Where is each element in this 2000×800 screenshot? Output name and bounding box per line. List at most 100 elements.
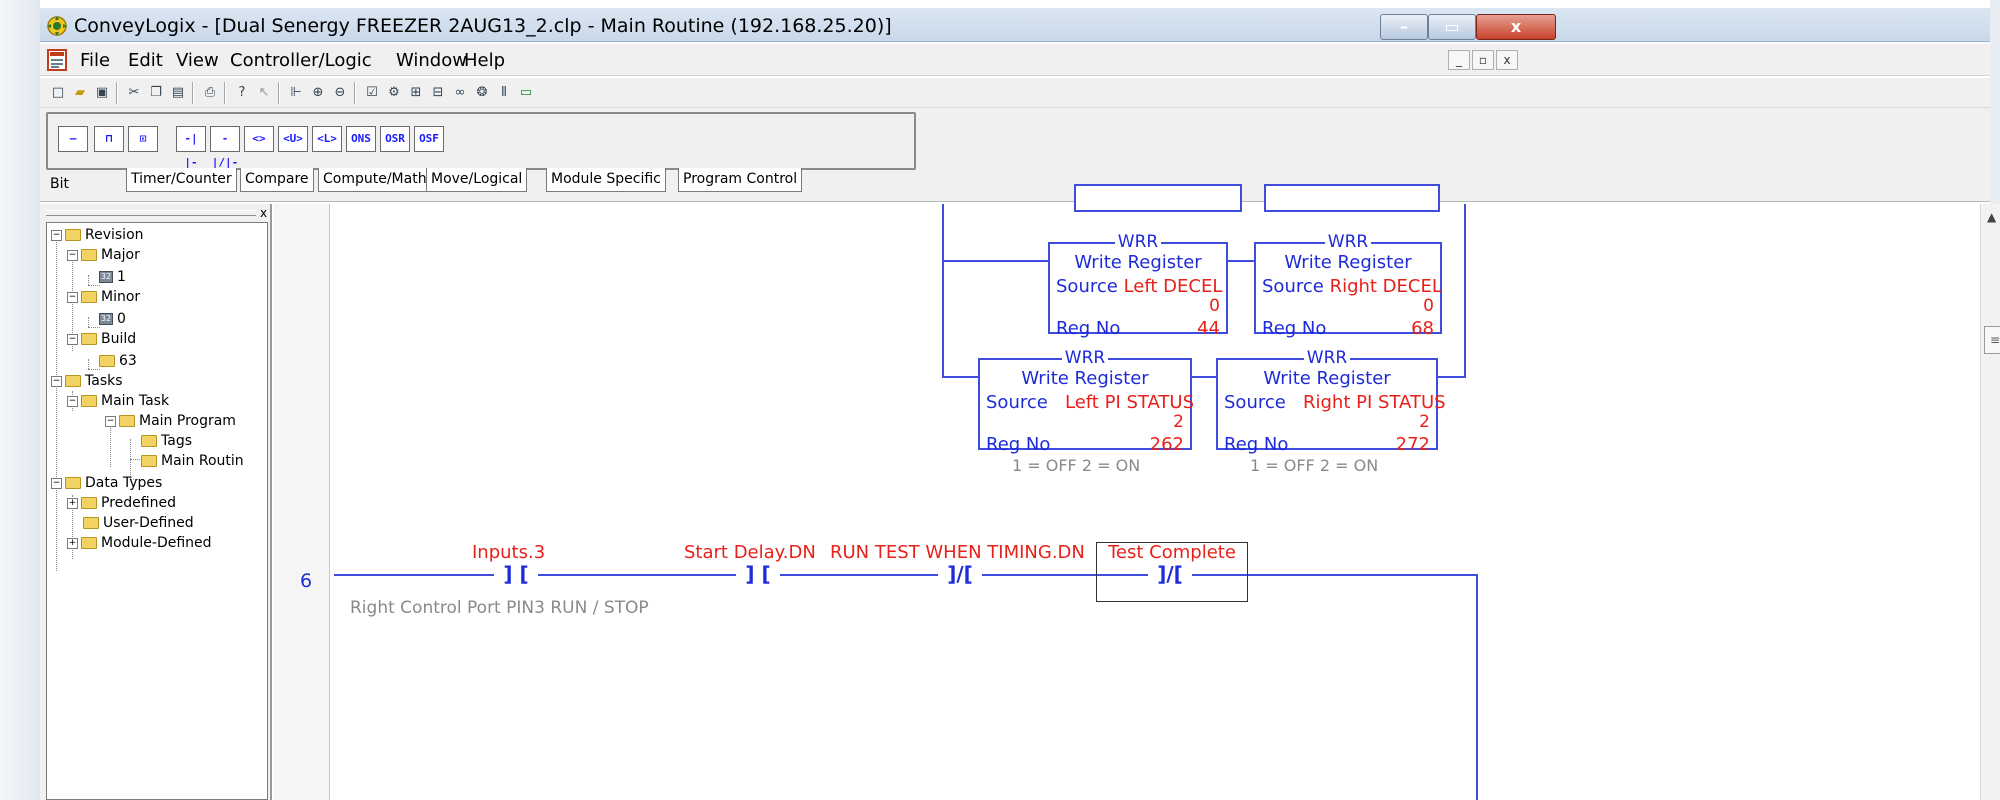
ladder-editor[interactable]: WRR Write Register Source Left DECEL 0 R… — [274, 184, 2000, 800]
function-block-partial[interactable] — [1264, 184, 1440, 212]
settings-icon[interactable]: ⫴ — [501, 85, 507, 100]
menu-file[interactable]: File — [80, 50, 111, 71]
wrr-block-right-decel[interactable]: WRR Write Register Source Right DECEL 0 … — [1254, 232, 1442, 339]
scroll-thumb[interactable]: ≡ — [1984, 326, 2000, 354]
contact-tag-test-complete[interactable]: Test Complete — [1108, 542, 1236, 563]
palette-otl-button[interactable]: <L> — [312, 126, 342, 152]
tab-timer-counter[interactable]: Timer/Counter — [126, 168, 237, 192]
document-icon[interactable] — [46, 48, 70, 72]
menu-help[interactable]: Help — [464, 50, 506, 71]
rung-number[interactable]: 6 — [300, 570, 313, 592]
tree-node-predefined[interactable]: +Predefined — [67, 495, 176, 511]
menu-edit[interactable]: Edit — [128, 50, 163, 71]
tab-bit[interactable]: Bit — [50, 176, 69, 192]
xio-contact-run-test-when-timing-dn[interactable]: ]/[ — [938, 563, 982, 587]
block-reg-value[interactable]: 68 — [1411, 318, 1434, 339]
tab-program-control[interactable]: Program Control — [678, 168, 803, 192]
palette-xic-button[interactable]: -| |- — [176, 126, 206, 169]
menu-window[interactable]: Window — [396, 50, 467, 71]
tab-module-specific[interactable]: Module Specific — [546, 168, 666, 192]
panel-close-icon[interactable]: x — [260, 206, 268, 220]
monitor-icon[interactable]: ⊟ — [432, 85, 444, 100]
download-icon[interactable]: ⚙ — [388, 85, 400, 100]
palette-branch-level-button[interactable]: ⊡ — [128, 126, 158, 152]
compare-icon[interactable]: ❂ — [476, 85, 488, 100]
xic-contact-start-delay-dn[interactable]: ] [ — [736, 563, 780, 587]
tab-compute-math[interactable]: Compute/Math — [318, 168, 432, 192]
collapse-icon[interactable]: − — [67, 395, 78, 407]
palette-ons-button[interactable]: ONS — [346, 126, 376, 152]
context-help-icon[interactable]: ↖ — [258, 85, 270, 100]
copy-icon[interactable]: ❐ — [150, 85, 162, 100]
palette-osr-button[interactable]: OSR — [380, 126, 410, 152]
open-icon[interactable]: ▰ — [75, 85, 85, 100]
mdi-close-button[interactable]: x — [1496, 50, 1518, 70]
zoom-in-icon[interactable]: ⊕ — [312, 85, 324, 100]
zoom-out-icon[interactable]: ⊖ — [334, 85, 346, 100]
expand-icon[interactable]: + — [67, 497, 78, 509]
palette-ote-button[interactable]: <> — [244, 126, 274, 152]
tree-node-main-routine[interactable]: Main Routin — [141, 451, 244, 471]
block-reg-value[interactable]: 272 — [1395, 434, 1430, 455]
tree-node-user-defined[interactable]: User-Defined — [83, 513, 194, 533]
minimize-button[interactable]: – — [1380, 14, 1428, 40]
scroll-up-icon[interactable]: ▲ — [1987, 210, 1997, 224]
palette-branch-button[interactable]: — — [58, 126, 88, 152]
contact-tag-inputs-3[interactable]: Inputs.3 — [472, 542, 546, 563]
tree-node-major[interactable]: −Major — [67, 247, 140, 263]
title-bar[interactable]: ConveyLogix - [Dual Senergy FREEZER 2AUG… — [40, 8, 1990, 42]
close-button[interactable]: x — [1476, 14, 1556, 40]
collapse-icon[interactable]: − — [51, 229, 62, 241]
contact-tag-start-delay-dn[interactable]: Start Delay.DN — [684, 542, 816, 563]
tree-node-main-program[interactable]: −Main Program — [105, 413, 236, 429]
palette-xio-button[interactable]: -|/|- — [210, 126, 240, 169]
contact-tag-run-test-when-timing-dn[interactable]: RUN TEST WHEN TIMING.DN — [830, 542, 1085, 563]
new-icon[interactable]: □ — [51, 85, 65, 100]
tree-node-tasks[interactable]: −Tasks — [51, 373, 123, 389]
upload-icon[interactable]: ⊞ — [410, 85, 422, 100]
menu-controller-logic[interactable]: Controller/Logic — [230, 50, 372, 71]
tree-node-revision[interactable]: −Revision — [51, 227, 144, 243]
menu-view[interactable]: View — [176, 50, 219, 71]
collapse-icon[interactable]: − — [51, 375, 62, 387]
verify-icon[interactable]: ☑ — [366, 85, 378, 100]
tree-node-data-types[interactable]: −Data Types — [51, 475, 163, 491]
io-icon[interactable]: ▭ — [519, 85, 533, 100]
vertical-scrollbar[interactable]: ▲ ≡ — [1980, 204, 2000, 800]
tree-node-tags[interactable]: Tags — [141, 431, 192, 451]
online-icon[interactable]: ∞ — [454, 85, 466, 100]
tree-node-build[interactable]: −Build — [67, 331, 137, 347]
collapse-icon[interactable]: − — [105, 415, 116, 427]
paste-icon[interactable]: ▤ — [171, 85, 185, 100]
tree-node-minor[interactable]: −Minor — [67, 289, 141, 305]
block-reg-value[interactable]: 262 — [1149, 434, 1184, 455]
cut-icon[interactable]: ✂ — [128, 85, 140, 100]
panel-grip[interactable] — [46, 210, 256, 216]
help-icon[interactable]: ? — [238, 85, 246, 100]
collapse-icon[interactable]: − — [67, 249, 78, 261]
function-block-partial[interactable] — [1074, 184, 1242, 212]
collapse-icon[interactable]: − — [51, 477, 62, 489]
tree-node-module-defined[interactable]: +Module-Defined — [67, 535, 212, 551]
maximize-button[interactable]: ▭ — [1428, 14, 1476, 40]
mdi-minimize-button[interactable]: _ — [1448, 50, 1470, 70]
select-icon[interactable]: ⊩ — [290, 85, 302, 100]
mdi-restore-button[interactable]: ▫ — [1472, 50, 1494, 70]
tab-compare[interactable]: Compare — [240, 168, 314, 192]
palette-osf-button[interactable]: OSF — [414, 126, 444, 152]
tree-node-build-value[interactable]: 63 — [99, 351, 137, 371]
collapse-icon[interactable]: − — [67, 333, 78, 345]
wrr-block-left-pi-status[interactable]: WRR Write Register Source Left PI STATUS… — [978, 348, 1194, 455]
expand-icon[interactable]: + — [67, 537, 78, 549]
save-icon[interactable]: ▣ — [95, 85, 109, 100]
xio-contact-test-complete[interactable]: ]/[ — [1148, 563, 1192, 587]
palette-rung-button[interactable]: ⊓ — [94, 126, 124, 152]
print-icon[interactable]: ⎙ — [204, 85, 216, 100]
tab-move-logical[interactable]: Move/Logical — [426, 168, 528, 192]
palette-otu-button[interactable]: <U> — [278, 126, 308, 152]
collapse-icon[interactable]: − — [67, 291, 78, 303]
tree-node-main-task[interactable]: −Main Task — [67, 393, 170, 409]
block-reg-value[interactable]: 44 — [1197, 318, 1220, 339]
